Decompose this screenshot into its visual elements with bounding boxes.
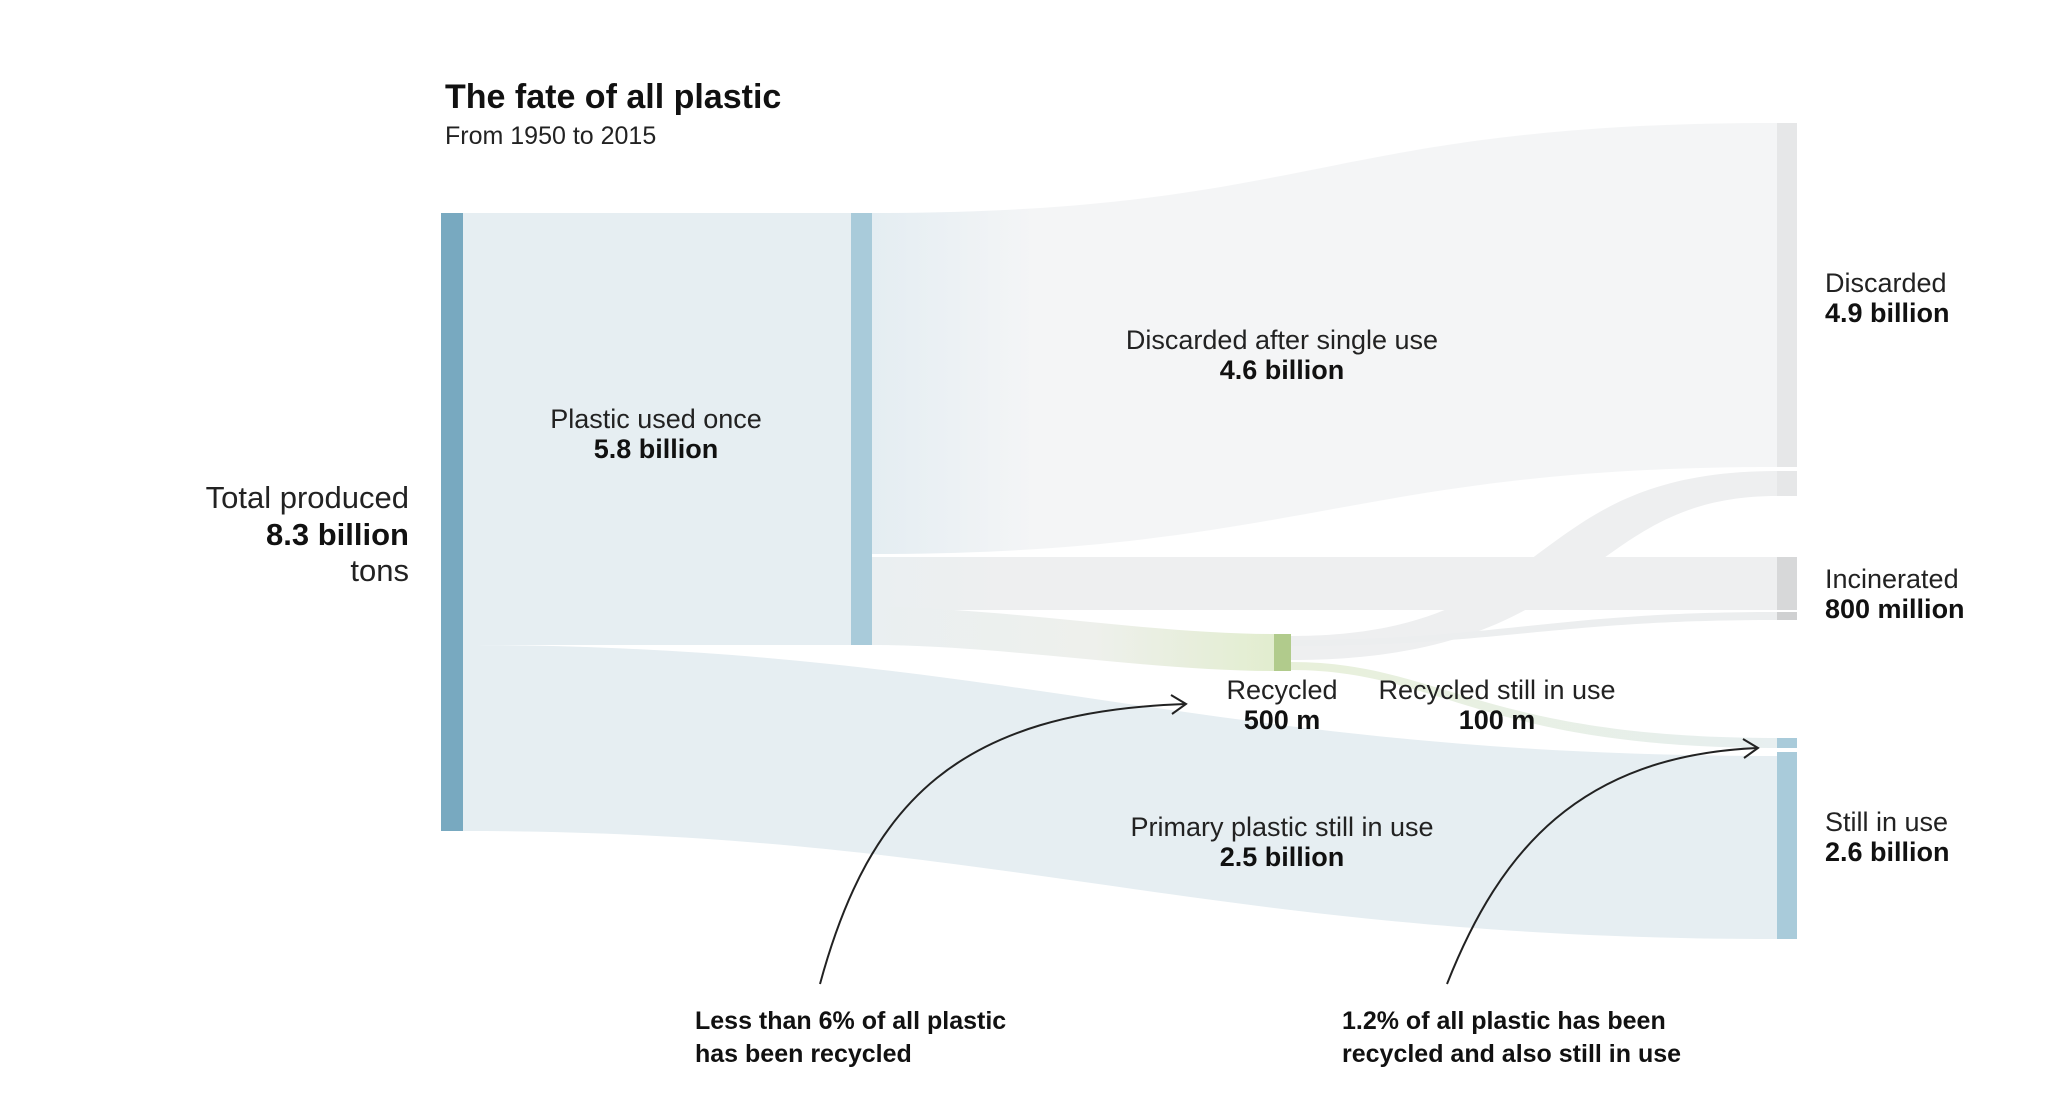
node-discarded — [1777, 123, 1797, 467]
label-discarded-after-single-use: Discarded after single use — [1126, 325, 1438, 355]
label-incinerated: Incinerated — [1825, 564, 1959, 594]
value-discarded: 4.9 billion — [1825, 298, 1950, 328]
node-still-in-use — [1777, 752, 1797, 939]
arrowhead-still-in-use — [1742, 738, 1760, 759]
label-plastic-used-once: Plastic used once — [550, 404, 762, 434]
value-primary-plastic-still-in-use: 2.5 billion — [1220, 842, 1345, 872]
arrow-to-still-in-use — [1446, 747, 1758, 985]
node-discarded-recycled-part — [1777, 471, 1797, 496]
label-recycled-still-in-use: Recycled still in use — [1378, 675, 1615, 705]
flow-used-once-to-incinerated — [872, 557, 1777, 610]
label-still-in-use: Still in use — [1825, 807, 1948, 837]
flow-recycled-to-incinerated — [1291, 612, 1777, 646]
node-recycled — [1274, 634, 1291, 671]
value-plastic-used-once: 5.8 billion — [594, 434, 719, 464]
annotation-recycled-line-2: has been recycled — [695, 1040, 912, 1068]
flow-total-to-used-once — [463, 213, 851, 645]
annotation-still-in-use-line-1: 1.2% of all plastic has been — [1342, 1007, 1666, 1035]
node-still-in-use-recycled-part — [1777, 738, 1797, 748]
annotation-recycled-line-1: Less than 6% of all plastic — [695, 1007, 1006, 1035]
value-still-in-use: 2.6 billion — [1825, 837, 1950, 867]
chart-subtitle: From 1950 to 2015 — [445, 122, 656, 150]
flow-recycled-still-in-use — [1291, 662, 1777, 748]
value-total-produced: 8.3 billion — [266, 517, 409, 552]
annotation-still-in-use-line-2: recycled and also still in use — [1342, 1040, 1681, 1068]
flow-recycled-to-discarded — [1291, 471, 1777, 660]
label-primary-plastic-still-in-use: Primary plastic still in use — [1130, 812, 1433, 842]
nodes — [441, 123, 1797, 939]
flows — [463, 123, 1777, 939]
flow-discarded-after-single-use — [872, 123, 1777, 554]
label-total-produced: Total produced — [206, 480, 409, 515]
flow-primary-still-in-use — [463, 645, 1777, 939]
node-incinerated-recycled-part — [1777, 612, 1797, 620]
chart-title: The fate of all plastic — [445, 78, 781, 116]
value-incinerated: 800 million — [1825, 594, 1965, 624]
unit-total-produced: tons — [350, 553, 409, 588]
node-incinerated — [1777, 557, 1797, 610]
arrowhead-recycled — [1170, 694, 1188, 715]
node-plastic-used-once — [851, 213, 872, 645]
value-discarded-after-single-use: 4.6 billion — [1220, 355, 1345, 385]
annotation-arrows — [819, 694, 1760, 985]
label-recycled: Recycled — [1226, 675, 1337, 705]
arrow-to-recycled — [819, 703, 1186, 985]
flow-used-once-to-recycled — [872, 607, 1274, 671]
label-discarded: Discarded — [1825, 268, 1947, 298]
node-total-produced — [441, 213, 463, 831]
value-recycled: 500 m — [1244, 705, 1321, 735]
value-recycled-still-in-use: 100 m — [1459, 705, 1536, 735]
